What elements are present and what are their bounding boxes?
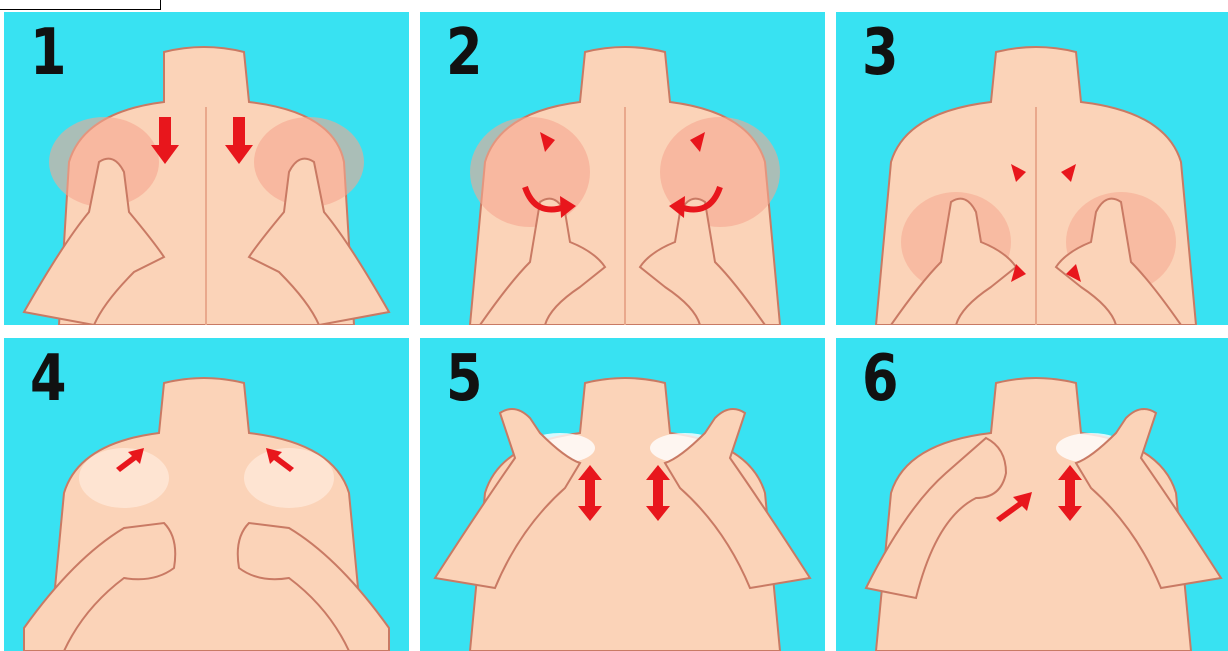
step-number: 3 bbox=[862, 18, 899, 88]
step-panel-1: 1 bbox=[4, 12, 409, 325]
step-number: 6 bbox=[862, 344, 899, 414]
step-number: 5 bbox=[446, 344, 483, 414]
massage-steps-grid: 1 2 bbox=[0, 12, 1228, 651]
step-number: 2 bbox=[446, 18, 483, 88]
step-panel-6: 6 bbox=[836, 338, 1228, 651]
step-number: 4 bbox=[30, 344, 67, 414]
step-panel-4: 4 bbox=[4, 338, 409, 651]
step-panel-2: 2 bbox=[420, 12, 825, 325]
step-panel-5: 5 bbox=[420, 338, 825, 651]
step-number: 1 bbox=[30, 18, 67, 88]
cropped-text-strip bbox=[0, 0, 1228, 12]
step-panel-3: 3 bbox=[836, 12, 1228, 325]
table-cell-fragment bbox=[0, 0, 161, 10]
